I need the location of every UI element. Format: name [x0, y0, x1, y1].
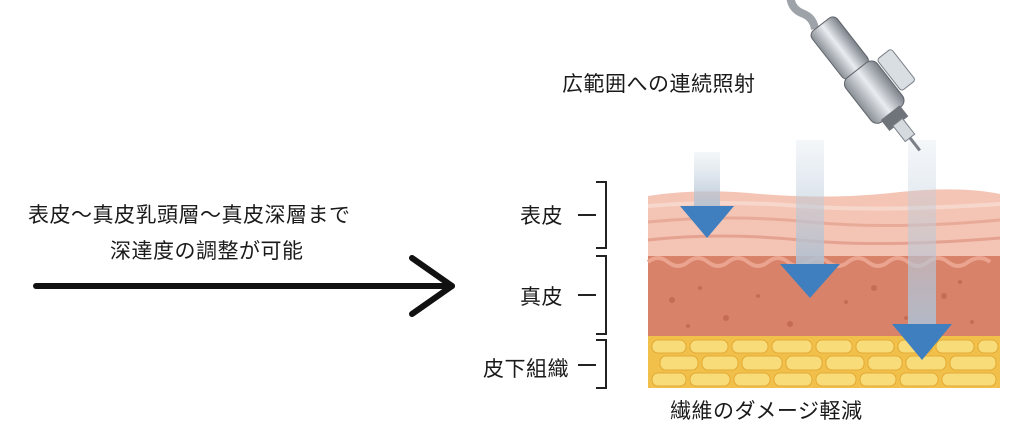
- layer-brackets: [578, 181, 607, 389]
- irradiation-label: 広範囲への連続照射: [562, 72, 756, 96]
- energy-arrow-deep: [892, 140, 952, 360]
- depth-description-line2: 深達度の調整が可能: [110, 239, 304, 263]
- bracket-epidermis: [596, 181, 607, 249]
- direction-arrow: [33, 255, 455, 317]
- fiber-damage-label: 繊維のダメージ軽減: [670, 399, 863, 423]
- energy-arrow-middle: [780, 140, 840, 298]
- depth-description-line1: 表皮〜真皮乳頭層〜真皮深層まで: [28, 203, 351, 227]
- bracket-dermis: [596, 255, 607, 335]
- label-dermis: 真皮: [520, 285, 563, 309]
- label-epidermis: 表皮: [520, 204, 563, 228]
- energy-arrow-shallow: [680, 152, 734, 238]
- label-subcutis: 皮下組織: [483, 357, 569, 381]
- bracket-subcutis: [596, 339, 607, 389]
- handpiece-icon: [786, 0, 921, 152]
